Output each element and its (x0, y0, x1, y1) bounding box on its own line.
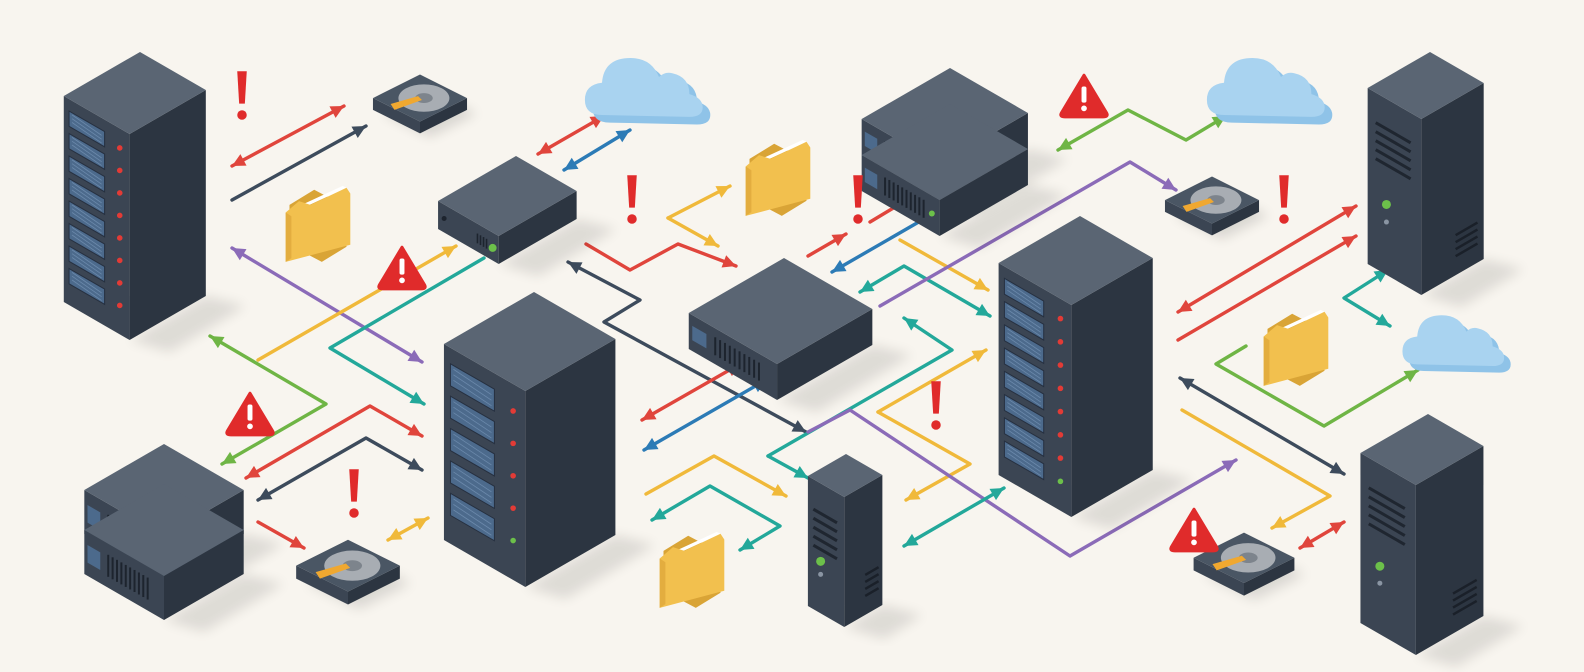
alert-triangle-2 (225, 391, 275, 437)
arrow-red-10 (1176, 234, 1358, 342)
alert-triangle-3 (1059, 73, 1109, 119)
rack-unit-top-lower (861, 104, 1068, 248)
arrow-blue-3 (642, 378, 768, 452)
cloud-top-right (1206, 58, 1333, 125)
arrow-purple-2 (878, 160, 1178, 308)
mini-server-top (438, 156, 617, 276)
arrow-yellow-7 (876, 410, 972, 502)
arrow-red-1 (230, 104, 346, 168)
alert-exclaim-5 (1279, 175, 1289, 224)
alert-exclaim-2 (349, 469, 359, 518)
hard-drive-bottom-right (1193, 532, 1305, 600)
arrow-yellow-9 (1180, 408, 1332, 530)
hard-drive-right (1164, 176, 1269, 240)
arrow-navy-3 (566, 260, 808, 434)
alert-exclaim-1 (237, 71, 247, 120)
arrow-green-3 (1214, 344, 1420, 428)
server-rack-right (998, 216, 1193, 529)
arrow-navy-4 (1178, 376, 1346, 476)
arrow-red-3 (256, 520, 306, 550)
arrow-navy-1 (230, 124, 368, 202)
folder-left (285, 185, 351, 262)
rack-unit-middle (688, 258, 913, 412)
stacked-unit-bottom-left-bottom (84, 484, 284, 632)
hard-drive-bottom-left (296, 539, 411, 609)
arrow-purple-3 (806, 408, 1238, 558)
connection-arrows (208, 104, 1420, 558)
arrow-yellow-3 (666, 184, 732, 220)
arrow-red-4 (536, 114, 606, 156)
tower-bottom-middle (807, 454, 923, 639)
arrow-yellow-5 (898, 238, 990, 292)
folder-right (1263, 309, 1329, 386)
arrow-teal-7 (1342, 268, 1392, 328)
arrow-green-1 (208, 334, 328, 466)
server-rack-center (443, 292, 656, 599)
arrow-yellow-8 (644, 454, 788, 498)
arrow-teal-4 (766, 454, 810, 480)
arrow-navy-2 (256, 436, 424, 502)
server-rack-left (63, 52, 246, 352)
arrow-teal-2 (858, 264, 992, 318)
tower-bottom-right (1360, 414, 1524, 667)
diagram-objects (63, 52, 1524, 667)
alert-exclaim-6 (931, 381, 941, 430)
folder-bottom-middle (659, 531, 725, 608)
arrow-yellow-6 (876, 348, 988, 414)
arrow-red-5 (584, 242, 738, 272)
arrow-blue-1 (562, 128, 632, 172)
cloud-right (1402, 315, 1511, 373)
arrow-red-2 (244, 404, 424, 480)
arrow-teal-1 (328, 256, 486, 406)
arrow-yellow-4 (666, 216, 720, 248)
folder-top-middle (745, 139, 811, 216)
alert-exclaim-3 (627, 175, 637, 224)
arrow-red-6 (806, 232, 848, 258)
arrow-red-8 (640, 362, 742, 422)
alert-triangle-1 (377, 245, 427, 291)
hard-drive-top-left (372, 74, 477, 138)
arrow-yellow-2 (386, 516, 430, 542)
alert-exclaim-4 (853, 175, 863, 224)
arrow-red-9 (1176, 204, 1358, 314)
arrow-teal-5 (902, 486, 1006, 548)
arrow-purple-1 (230, 246, 424, 364)
arrow-yellow-1 (256, 244, 458, 362)
alert-triangle-4 (1169, 507, 1219, 553)
arrow-red-11 (1298, 520, 1346, 550)
cloud-top-middle (584, 58, 711, 125)
tower-top-right (1367, 52, 1524, 307)
arrow-teal-6 (650, 484, 782, 552)
